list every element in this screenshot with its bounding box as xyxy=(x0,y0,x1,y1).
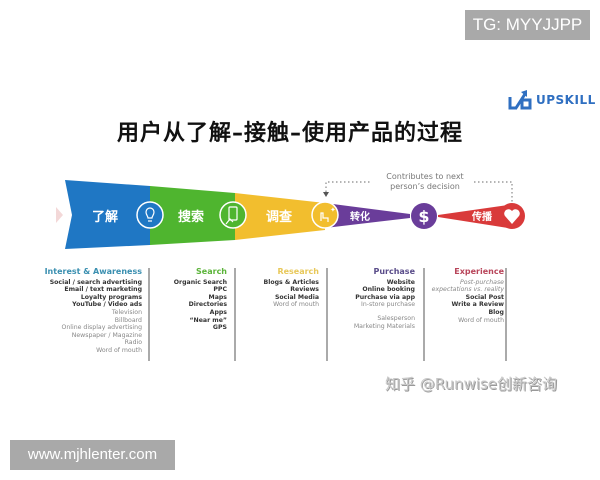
upskill-arrow-icon xyxy=(508,90,532,110)
column-divider xyxy=(148,268,150,361)
list-item: Newspaper / Magazine xyxy=(71,331,142,339)
column-heading: Interest & Awareness xyxy=(44,267,142,276)
stage-label-search: 搜索 xyxy=(178,210,205,225)
list-item: Website xyxy=(386,278,415,286)
list-item: Social Media xyxy=(274,293,319,301)
dollar-icon: $ xyxy=(411,203,437,229)
list-item: Maps xyxy=(208,293,227,301)
note-line-2: person’s decision xyxy=(390,182,460,191)
page-title: 用户从了解–接触–使用产品的过程 xyxy=(116,121,463,146)
list-item: Radio xyxy=(124,339,142,347)
feedback-loop-left xyxy=(325,181,372,192)
column-divider xyxy=(234,268,236,361)
list-item: Social Post xyxy=(465,293,504,301)
note-line-1: Contributes to next xyxy=(386,172,464,181)
list-item: Email / text marketing xyxy=(64,286,142,294)
list-item: Salesperson xyxy=(377,314,415,322)
heart-icon xyxy=(499,203,525,229)
column-divider xyxy=(423,268,425,361)
upskill-logo: UPSKILL xyxy=(508,88,596,112)
stage-awareness-shape xyxy=(65,180,150,249)
column-divider xyxy=(326,268,328,361)
phone-tap-icon xyxy=(219,201,247,229)
column-divider xyxy=(505,268,507,361)
list-item: Online display advertising xyxy=(61,324,142,332)
stage-label-awareness: 了解 xyxy=(92,210,119,225)
list-item: Blogs & Articles xyxy=(263,278,320,286)
column-search: Search Organic Search PPC Maps Directori… xyxy=(160,268,227,332)
stage-label-conversion: 转化 xyxy=(350,212,370,223)
feedback-note: Contributes to next person’s decision xyxy=(365,172,485,192)
list-item: Marketing Materials xyxy=(353,322,415,330)
column-heading: Search xyxy=(196,267,227,276)
feedback-loop-right xyxy=(474,181,513,204)
list-item: Billboard xyxy=(114,316,142,324)
stage-conversion-shape xyxy=(325,203,410,228)
column-heading: Research xyxy=(277,267,319,276)
stage-research-shape xyxy=(235,193,325,240)
column-heading: Experience xyxy=(454,267,504,276)
list-item: Social / search advertising xyxy=(49,278,142,286)
click-sparkle-icon: ✦ xyxy=(311,201,339,229)
column-heading: Purchase xyxy=(373,267,415,276)
logo-text: UPSKILL xyxy=(536,93,596,107)
list-item: “Near me” xyxy=(189,316,227,324)
stage-search-shape xyxy=(150,186,235,245)
list-item: Television xyxy=(111,308,142,316)
stage-label-advocacy: 传播 xyxy=(472,212,492,223)
start-notch xyxy=(56,207,63,223)
list-item: Word of mouth xyxy=(458,316,504,324)
stage-advocacy-shape xyxy=(438,205,508,228)
list-item: YouTube / Video ads xyxy=(72,301,142,309)
column-research: Research Blogs & Articles Reviews Social… xyxy=(245,267,320,309)
list-item: Post-purchase xyxy=(460,278,504,286)
list-item: Apps xyxy=(209,308,227,316)
list-item: Word of mouth xyxy=(273,301,319,309)
column-purchase: Purchase Website Online booking Purchase… xyxy=(340,268,415,330)
list-item: Write a Review xyxy=(451,301,504,309)
column-interest-awareness: Interest & Awareness Social / search adv… xyxy=(40,268,142,355)
column-experience: Experience Post-purchase expectations vs… xyxy=(430,268,504,324)
svg-text:$: $ xyxy=(418,207,429,226)
watermark-tg: TG: MYYJJPP xyxy=(465,10,590,40)
list-item: Loyalty programs xyxy=(80,293,142,301)
list-item: GPS xyxy=(212,324,227,332)
list-item: expectations vs. reality xyxy=(431,286,504,294)
list-item: In-store purchase xyxy=(361,301,415,309)
list-item: Blog xyxy=(488,308,504,316)
source-watermark: 知乎 @Runwise创新咨询 xyxy=(385,375,558,393)
list-item: Word of mouth xyxy=(96,346,142,354)
stage-label-research: 调查 xyxy=(266,210,293,225)
customer-journey-funnel: ✦ $ xyxy=(56,180,525,249)
watermark-url: www.mjhlenter.com xyxy=(10,440,175,470)
list-item: PPC xyxy=(213,286,227,294)
list-item: Purchase via app xyxy=(355,293,415,301)
list-item: Reviews xyxy=(290,286,319,294)
list-item: Organic Search xyxy=(173,278,227,286)
list-item: Online booking xyxy=(362,286,415,294)
feedback-arrow-icon xyxy=(323,192,329,197)
list-item: Directories xyxy=(188,301,227,309)
svg-text:✦: ✦ xyxy=(330,206,336,214)
lightbulb-icon xyxy=(136,201,164,229)
